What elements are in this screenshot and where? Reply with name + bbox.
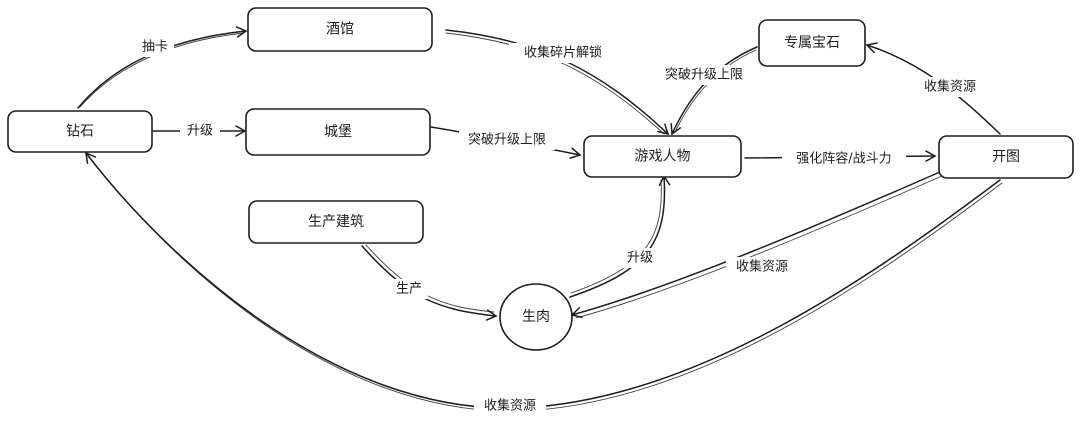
svg-text:生产: 生产 bbox=[396, 282, 422, 297]
svg-text:收集资源: 收集资源 bbox=[924, 79, 976, 95]
edge-diamond-to-tavern bbox=[77, 26, 248, 109]
node-castle-label: 城堡 bbox=[324, 124, 352, 140]
node-diamond-label: 钻石 bbox=[66, 124, 94, 140]
node-tavern-label: 酒馆 bbox=[326, 22, 354, 38]
node-exclusive-gem-label: 专属宝石 bbox=[784, 35, 840, 51]
edge-map-to-meat bbox=[570, 171, 943, 319]
edge-building-to-meat bbox=[361, 244, 498, 321]
svg-text:收集资源: 收集资源 bbox=[484, 398, 536, 414]
svg-text:升级: 升级 bbox=[187, 124, 213, 139]
svg-text:突破升级上限: 突破升级上限 bbox=[468, 132, 546, 148]
label-diamond-to-castle: 升级 bbox=[180, 121, 220, 141]
node-map-label: 开图 bbox=[992, 149, 1020, 165]
node-characters[interactable]: 游戏人物 bbox=[583, 135, 742, 178]
edge-map-to-diamond bbox=[85, 151, 1003, 412]
edge-gem-to-characters bbox=[670, 46, 758, 136]
label-castle-to-characters: 突破升级上限 bbox=[459, 130, 555, 150]
node-meat[interactable]: 生肉 bbox=[499, 283, 573, 351]
svg-text:升级: 升级 bbox=[627, 251, 653, 266]
label-meat-to-characters: 升级 bbox=[620, 248, 660, 268]
node-exclusive-gem[interactable]: 专属宝石 bbox=[758, 19, 866, 67]
node-castle[interactable]: 城堡 bbox=[245, 108, 431, 156]
label-map-to-meat: 收集资源 bbox=[726, 257, 798, 277]
label-diamond-to-tavern: 抽卡 bbox=[136, 37, 174, 57]
node-meat-label: 生肉 bbox=[522, 309, 550, 325]
svg-text:收集资源: 收集资源 bbox=[736, 259, 788, 275]
svg-text:抽卡: 抽卡 bbox=[142, 40, 168, 55]
label-gem-to-characters: 突破升级上限 bbox=[656, 65, 752, 85]
label-characters-to-map: 强化阵容/战斗力 bbox=[782, 149, 906, 169]
node-production-building-label: 生产建筑 bbox=[308, 214, 364, 230]
node-characters-label: 游戏人物 bbox=[635, 149, 691, 165]
node-diamond[interactable]: 钻石 bbox=[7, 110, 153, 153]
svg-text:强化阵容/战斗力: 强化阵容/战斗力 bbox=[796, 151, 891, 167]
edge-meat-to-characters bbox=[569, 174, 671, 298]
svg-text:突破升级上限: 突破升级上限 bbox=[665, 67, 743, 83]
node-production-building[interactable]: 生产建筑 bbox=[248, 200, 424, 244]
node-map[interactable]: 开图 bbox=[938, 135, 1074, 179]
label-building-to-meat: 生产 bbox=[390, 279, 428, 299]
node-tavern[interactable]: 酒馆 bbox=[247, 7, 433, 52]
label-map-to-gem: 收集资源 bbox=[914, 77, 986, 97]
label-tavern-to-characters: 收集碎片解锁 bbox=[509, 43, 617, 63]
svg-text:收集碎片解锁: 收集碎片解锁 bbox=[524, 45, 602, 61]
label-map-to-diamond: 收集资源 bbox=[474, 396, 546, 416]
